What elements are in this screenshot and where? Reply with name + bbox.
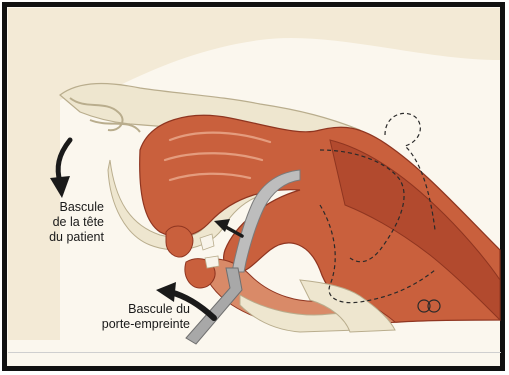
lower-tooth — [205, 256, 219, 268]
bottom-divider — [8, 352, 501, 353]
head-tilt-label-line-1: Bascule — [18, 200, 104, 215]
head-tilt-label-line-3: du patient — [18, 230, 104, 245]
tray-tilt-arrow-head — [156, 282, 176, 302]
tray-tilt-label: Bascule du porte-empreinte — [60, 302, 190, 332]
tray-tilt-label-line-2: porte-empreinte — [60, 317, 190, 332]
head-tilt-label-line-2: de la tête — [18, 215, 104, 230]
head-tilt-label: Bascule de la tête du patient — [18, 200, 104, 245]
tray-tilt-label-line-1: Bascule du — [60, 302, 190, 317]
upper-lip — [166, 226, 193, 257]
